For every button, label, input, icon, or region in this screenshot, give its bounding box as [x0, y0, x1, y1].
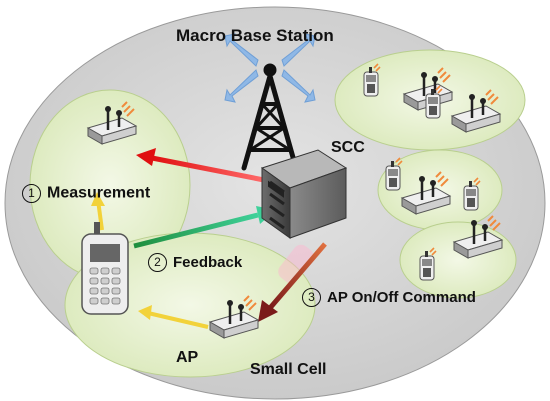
user-equipment-phone-icon — [81, 222, 129, 315]
small-cell-lower-right — [399, 221, 517, 299]
measurement-arrow — [136, 148, 265, 183]
ue-link-up-arrow — [91, 192, 105, 231]
step-command: 3 AP On/Off Command — [302, 288, 476, 307]
step-measurement: 1 Measurement — [22, 184, 150, 203]
step-number-badge: 3 — [302, 288, 321, 307]
step-number-badge: 1 — [22, 184, 41, 203]
ap-label: AP — [176, 349, 199, 366]
macro-base-station-label: Macro Base Station — [176, 26, 334, 45]
step-feedback: 2 Feedback — [148, 253, 242, 272]
step-number-badge: 2 — [148, 253, 167, 272]
scc-server-icon — [260, 149, 348, 239]
small-cell-label: Small Cell — [250, 361, 327, 378]
step-label: AP On/Off Command — [327, 289, 476, 306]
step-label: Measurement — [47, 184, 151, 202]
signal-waves-icon — [224, 33, 316, 103]
command-arrow — [258, 242, 327, 322]
macro-tower-icon — [241, 63, 299, 171]
ue-link-left-arrow — [138, 305, 209, 329]
scc-label: SCC — [331, 139, 365, 156]
step-label: Feedback — [173, 254, 243, 271]
